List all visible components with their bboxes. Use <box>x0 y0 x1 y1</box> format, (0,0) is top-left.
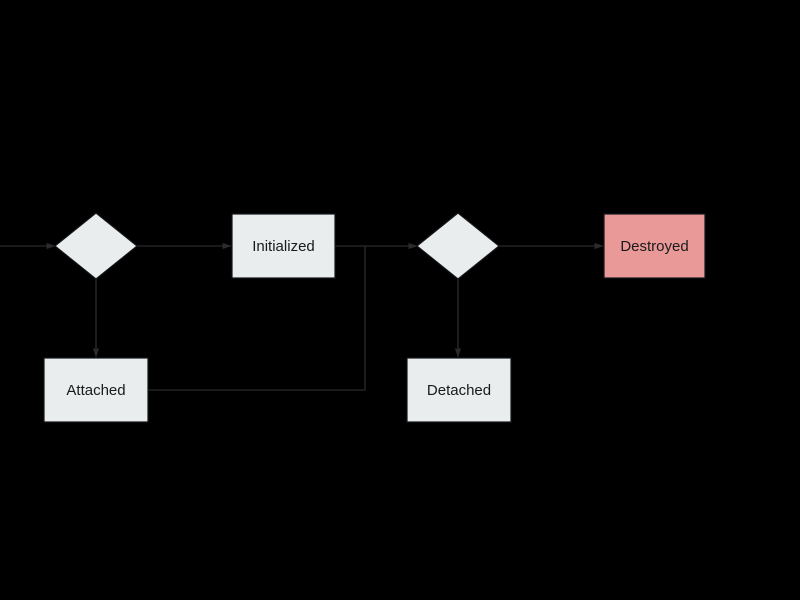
node-detached[interactable]: Detached <box>406 357 512 423</box>
node-decision-2[interactable] <box>416 212 500 280</box>
edge-layer <box>0 242 604 391</box>
decision-2-diamond[interactable] <box>416 212 500 280</box>
node-decision-1[interactable] <box>54 212 138 280</box>
node-attached[interactable]: Attached <box>43 357 149 423</box>
destroyed-box[interactable] <box>603 213 706 279</box>
node-destroyed[interactable]: Destroyed <box>603 213 706 279</box>
node-layer: Initialized Attached Detached Destroyed <box>43 212 706 423</box>
decision-1-diamond[interactable] <box>54 212 138 280</box>
attached-box[interactable] <box>43 357 149 423</box>
node-initialized[interactable]: Initialized <box>231 213 336 279</box>
detached-box[interactable] <box>406 357 512 423</box>
edge-attached-to-decision2 <box>148 246 366 391</box>
initialized-box[interactable] <box>231 213 336 279</box>
